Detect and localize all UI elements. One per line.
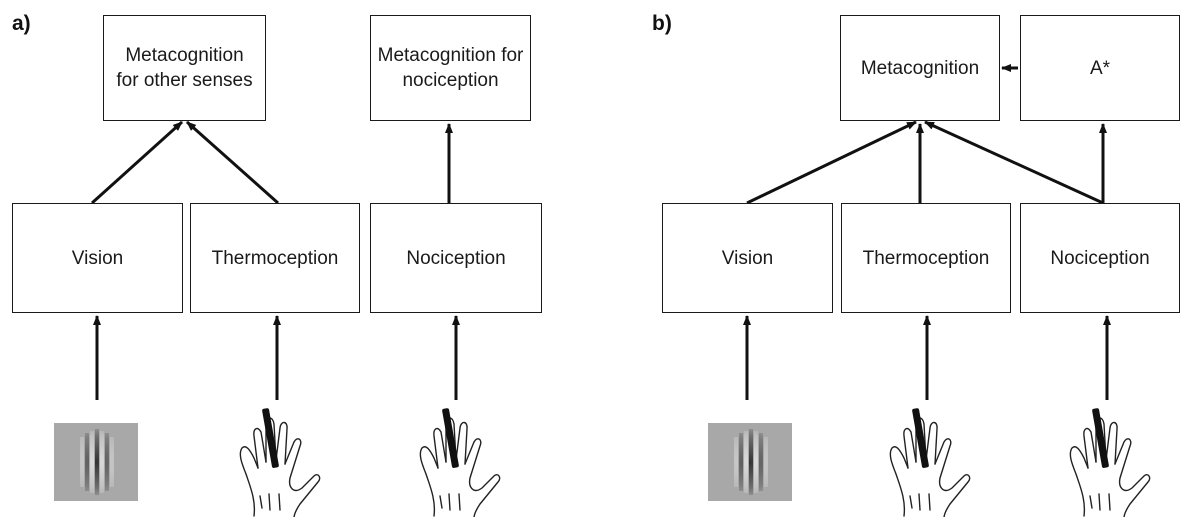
box-vision-b: Vision (662, 203, 833, 313)
box-vision-b-text: Vision (721, 247, 774, 269)
box-astar: A* (1020, 15, 1180, 121)
box-meta: Metacognition (840, 15, 1000, 121)
box-noci-a: Nociception (370, 203, 542, 313)
gabor-patch-icon (708, 423, 792, 501)
box-thermo-b: Thermoception (841, 203, 1011, 313)
panel-b-label: b) (652, 12, 672, 35)
box-meta-other-text: Metacognition for other senses (116, 45, 253, 91)
hand-probe-icon (419, 407, 501, 517)
box-meta-noci: Metacognition for nociception (370, 15, 531, 121)
arrow-vision-to-meta (746, 120, 917, 205)
box-noci-b: Nociception (1020, 203, 1180, 313)
box-vision-a-text: Vision (71, 247, 124, 269)
box-astar-text: A* (1089, 57, 1111, 79)
arrow-noci-to-meta (924, 120, 1104, 205)
box-noci-a-text: Nociception (406, 247, 506, 269)
hand-probe-icon (889, 407, 971, 517)
box-meta-other: Metacognition for other senses (103, 15, 266, 121)
box-meta-noci-text: Metacognition for nociception (377, 45, 524, 91)
box-thermo-a-text: Thermoception (211, 247, 339, 269)
box-noci-b-text: Nociception (1050, 247, 1150, 269)
box-meta-text: Metacognition (860, 57, 980, 79)
panel-a-label: a) (12, 12, 31, 35)
box-vision-a: Vision (12, 203, 183, 313)
gabor-patch-icon (54, 423, 138, 501)
hand-probe-icon (239, 407, 321, 517)
arrow-vision-to-meta-other (90, 120, 184, 205)
arrow-thermo-to-meta-other (186, 120, 279, 205)
hand-probe-icon (1069, 407, 1151, 517)
box-thermo-b-text: Thermoception (862, 247, 990, 269)
box-thermo-a: Thermoception (190, 203, 360, 313)
